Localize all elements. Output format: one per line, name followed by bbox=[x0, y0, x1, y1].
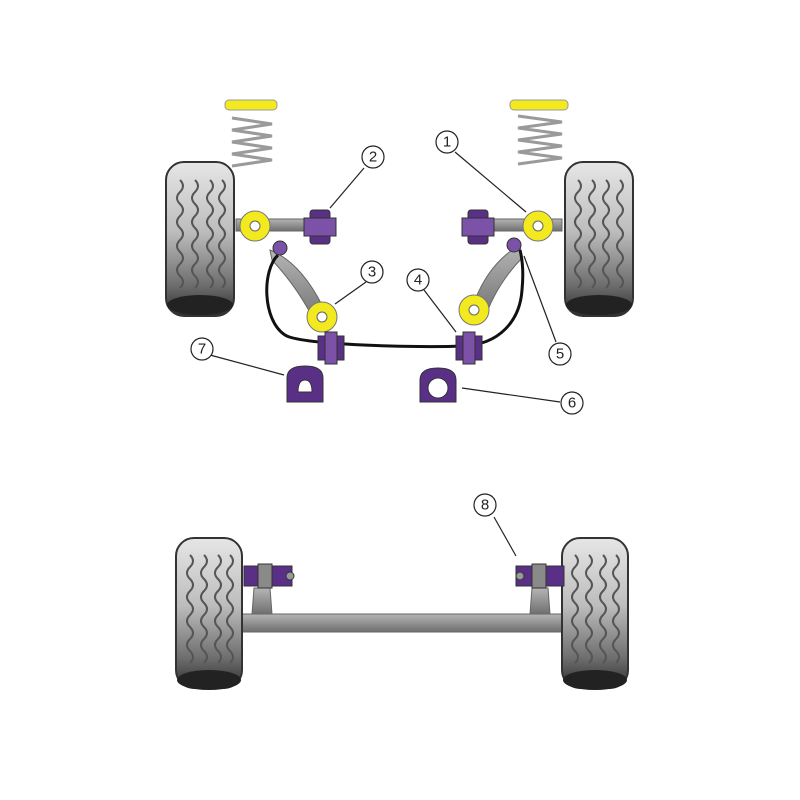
callout-3-leader bbox=[334, 281, 367, 305]
callout-5: 5 bbox=[548, 342, 572, 366]
bush-purple-left-droplink bbox=[272, 240, 288, 256]
bush-purple-left-inner bbox=[303, 209, 337, 245]
bush-purple-arb-left bbox=[317, 331, 345, 365]
callout-3: 3 bbox=[360, 260, 384, 284]
bush-purple-clamp-6 bbox=[419, 367, 457, 403]
front-right-tyre bbox=[564, 161, 634, 317]
callout-2: 2 bbox=[361, 145, 385, 169]
rear-left-mount-bracket bbox=[251, 587, 273, 615]
right-coil-spring bbox=[509, 99, 569, 166]
bush-purple-right-droplink bbox=[506, 237, 522, 253]
callout-3-label: 3 bbox=[368, 264, 376, 281]
rear-suspension bbox=[175, 537, 629, 690]
callout-8-label: 8 bbox=[481, 497, 489, 514]
callout-6-leader bbox=[461, 387, 561, 403]
bush-purple-right-inner bbox=[461, 209, 495, 245]
callouts bbox=[209, 151, 561, 557]
callout-1: 1 bbox=[435, 130, 459, 154]
callout-2-leader bbox=[329, 167, 365, 209]
callout-6: 6 bbox=[560, 391, 584, 415]
bush-yellow-right-lower bbox=[458, 294, 490, 326]
callout-6-label: 6 bbox=[568, 395, 576, 412]
left-coil-spring bbox=[224, 99, 278, 168]
bush-purple-rear-right bbox=[515, 563, 565, 589]
callout-1-leader bbox=[454, 151, 527, 213]
callout-5-label: 5 bbox=[556, 346, 564, 363]
rear-left-tyre bbox=[175, 537, 243, 690]
callout-7-label: 7 bbox=[198, 341, 206, 358]
front-suspension bbox=[165, 99, 634, 403]
callout-1-label: 1 bbox=[443, 134, 451, 151]
callout-8-leader bbox=[493, 516, 517, 557]
bush-purple-rear-left bbox=[243, 563, 295, 589]
bush-purple-arb-right bbox=[455, 331, 483, 365]
bush-yellow-left-upper bbox=[239, 210, 271, 242]
rear-axle-beam bbox=[237, 613, 569, 633]
callout-5-leader bbox=[523, 255, 557, 343]
callout-4-leader bbox=[423, 289, 457, 333]
front-left-tyre bbox=[165, 161, 235, 317]
rear-right-tyre bbox=[561, 537, 629, 690]
rear-right-mount-bracket bbox=[529, 587, 551, 615]
callout-circles: 1 2 3 4 5 6 7 8 bbox=[190, 130, 584, 517]
bush-yellow-right-upper bbox=[522, 210, 554, 242]
callout-4-label: 4 bbox=[414, 272, 422, 289]
bush-purple-clamp-7 bbox=[286, 365, 324, 403]
callout-4: 4 bbox=[406, 268, 430, 292]
bush-yellow-left-lower bbox=[306, 301, 338, 333]
callout-7: 7 bbox=[190, 337, 214, 361]
anti-roll-bar bbox=[265, 249, 525, 349]
callout-8: 8 bbox=[473, 493, 497, 517]
callout-2-label: 2 bbox=[369, 149, 377, 166]
callout-7-leader bbox=[209, 354, 285, 376]
